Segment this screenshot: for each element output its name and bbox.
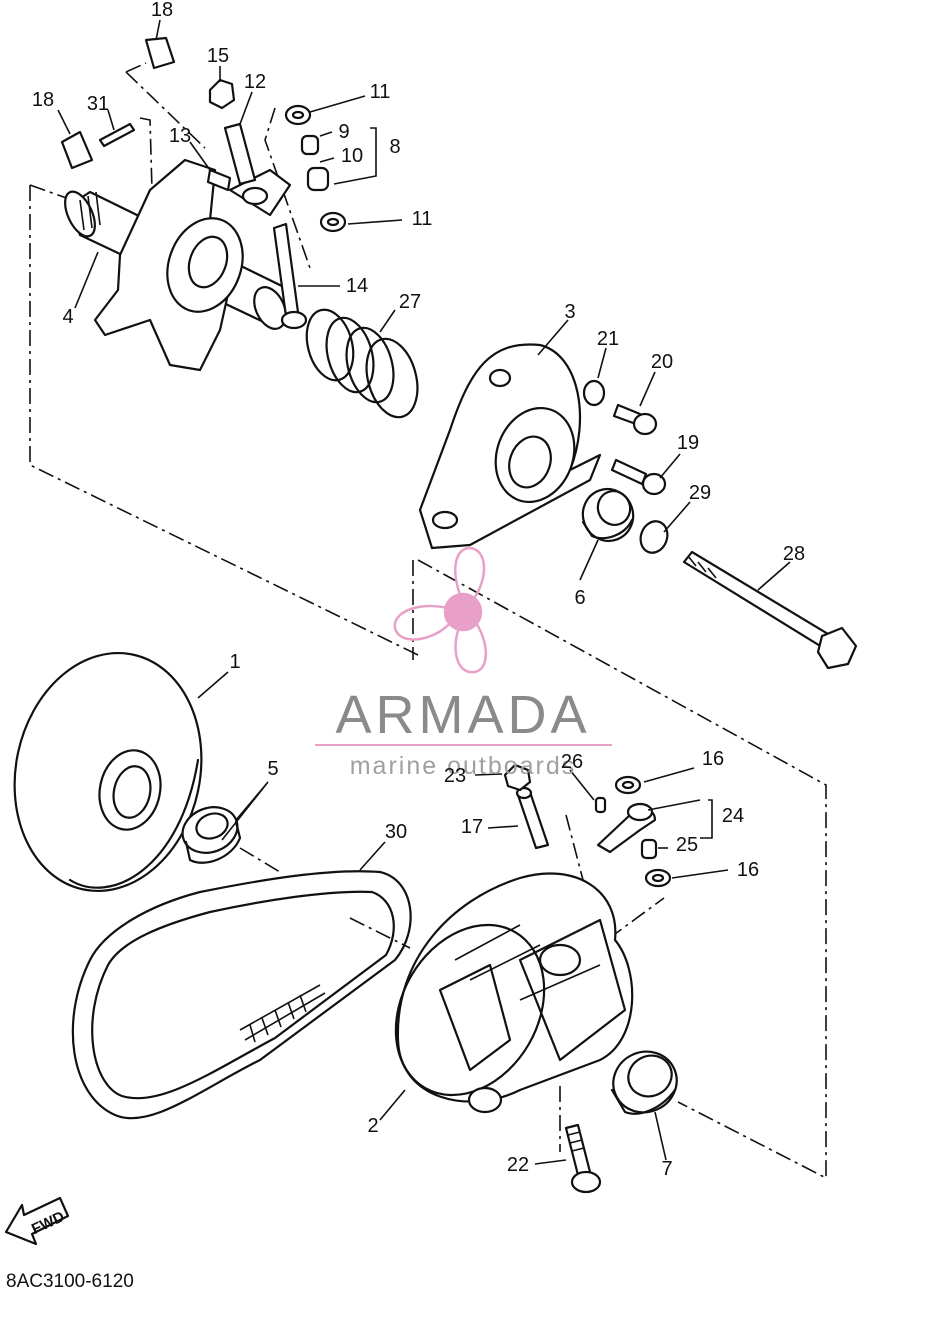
nut-part-23 (503, 763, 532, 792)
cover-part-3 (418, 343, 602, 550)
leader-lines (57, 19, 791, 1165)
collar-part-5 (181, 806, 242, 864)
callout-11: 11 (370, 81, 391, 103)
callout-22: 22 (507, 1154, 529, 1176)
callout-30: 30 (385, 821, 407, 843)
callout-23: 23 (444, 765, 466, 787)
armada-watermark: ARMADA marine outboards (315, 546, 612, 780)
roller-part-25 (640, 838, 658, 860)
shaft-spider-part-4 (64, 158, 292, 372)
callout-24: 24 (722, 805, 744, 827)
nut-part-15 (208, 78, 236, 110)
callout-12: 12 (244, 71, 266, 93)
washer-part-21 (582, 379, 606, 407)
callout-20: 20 (651, 351, 673, 373)
propeller-logo (393, 546, 488, 674)
callout-21: 21 (597, 328, 619, 350)
bolt-part-28 (682, 550, 858, 670)
callout-2: 2 (367, 1115, 378, 1137)
roller-part-9 (300, 134, 320, 156)
callout-7: 7 (661, 1158, 672, 1180)
callout-3: 3 (564, 301, 575, 323)
watermark-subtitle: marine outboards (350, 752, 577, 780)
washer-part-16-upper (614, 775, 642, 795)
bolt-part-22 (564, 1123, 602, 1194)
diagram-code: 8AC3100-6120 (6, 1271, 134, 1292)
forward-arrow: FWD (4, 1196, 70, 1246)
bolt-part-13 (206, 168, 232, 192)
callout-5: 5 (267, 758, 278, 780)
bushing-part-7 (610, 1050, 678, 1115)
callout-8: 8 (389, 136, 400, 158)
bushing-part-6 (581, 488, 635, 542)
bolt-part-19 (610, 458, 667, 496)
callout-10: 10 (341, 145, 363, 167)
washer-part-16-lower (644, 868, 672, 888)
callout-25: 25 (676, 834, 698, 856)
callout-labels: 18 18 31 15 12 13 11 9 10 8 11 14 4 27 3… (32, 0, 805, 1180)
callout-31: 31 (87, 93, 109, 115)
callout-16: 16 (737, 859, 759, 881)
callout-6: 6 (574, 587, 585, 609)
pin-part-26 (594, 796, 607, 814)
callout-17: 17 (461, 816, 483, 838)
callout-13: 13 (169, 125, 191, 147)
callout-16: 16 (702, 748, 724, 770)
callout-27: 27 (399, 291, 421, 313)
callout-29: 29 (689, 482, 711, 504)
callout-4: 4 (62, 306, 73, 328)
v-belt-part-30 (71, 870, 412, 1120)
weight-arm-part-24 (596, 802, 657, 854)
callout-19: 19 (677, 432, 699, 454)
callout-1: 1 (229, 651, 240, 673)
slider-part-18-left (60, 130, 94, 170)
washer-part-11-upper (284, 104, 312, 126)
callout-11: 11 (412, 208, 433, 230)
bolt-part-20 (612, 403, 658, 436)
pin-part-12 (223, 122, 257, 186)
callout-28: 28 (783, 543, 805, 565)
pin-part-31 (98, 122, 136, 148)
pin-part-17 (515, 786, 550, 850)
callout-26: 26 (561, 751, 583, 773)
slider-part-18-upper (144, 36, 176, 70)
callout-18: 18 (151, 0, 173, 21)
spring-part-27 (305, 308, 419, 419)
washer-part-11-lower (319, 211, 347, 233)
fixed-sheave-part-1 (13, 651, 203, 893)
watermark-title: ARMADA (335, 685, 590, 745)
washer-part-29 (639, 520, 669, 554)
callout-9: 9 (338, 121, 349, 143)
roller-part-10 (306, 166, 330, 192)
callout-14: 14 (346, 275, 368, 297)
assembly-guide-lines (29, 62, 827, 1180)
movable-sheave-part-2 (394, 872, 634, 1114)
bolt-part-14 (272, 222, 308, 330)
callout-18: 18 (32, 89, 54, 111)
callout-15: 15 (207, 45, 229, 67)
